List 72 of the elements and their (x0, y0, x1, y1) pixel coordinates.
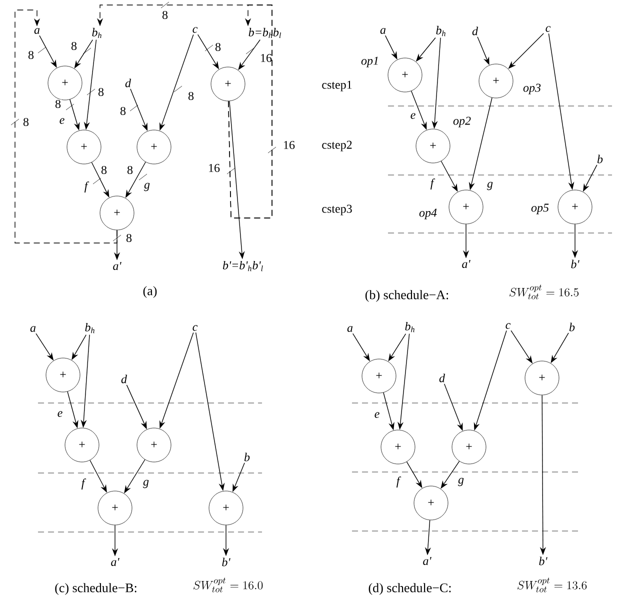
signal-name: b' (222, 558, 230, 566)
signal-name: c (192, 325, 198, 331)
edge-label: e (410, 112, 416, 120)
signal-name: b=b$_{h}$b$_{l}$ (248, 28, 281, 38)
signal-name: e (60, 118, 64, 124)
edge-label: 8 (120, 106, 126, 116)
edge-label: 8 (214, 42, 222, 52)
signal-name: a (380, 28, 386, 34)
signal-name: b$_{h}$ (92, 28, 102, 38)
signal-name: a' (111, 558, 120, 566)
signal-name: b'=b'$_{h}$b'$_{l}$ (222, 260, 263, 272)
signal-name: c (506, 323, 511, 329)
signal-name: a' (113, 262, 122, 270)
score-formula: $SW^{opt}_{tot}= 13.6$ (517, 578, 587, 592)
edge-label: g (486, 181, 494, 191)
panel-caption: (a) (143, 286, 157, 298)
edge-label: e (56, 410, 64, 418)
operation-label: op1 (361, 56, 378, 68)
score-formula: $SW^{opt}_{tot}= 16.0$ (193, 578, 263, 592)
signal-name: b' (571, 260, 580, 268)
operation-label: op3 (523, 84, 541, 94)
edge-label: 16 (282, 140, 296, 150)
edge-label: 16 (208, 163, 220, 173)
signal-name: d (125, 78, 132, 88)
edge-label: g (142, 479, 150, 489)
edge-label: e (374, 412, 380, 418)
signal-name: b$_{h}$ (85, 322, 94, 334)
edge-label: f (396, 476, 402, 488)
edge-label: 8 (54, 99, 62, 109)
signal-name: a (34, 28, 40, 34)
signal-name: b (597, 154, 603, 164)
signal-name: a (347, 326, 353, 332)
operation-label: op5 (531, 204, 549, 214)
control-step-label: cstep1 (322, 80, 352, 92)
signal-name: a (30, 326, 36, 332)
edge-label: 8 (126, 233, 132, 243)
operation-label: op2 (453, 116, 471, 128)
arrow (228, 4, 272, 218)
signal-name: d (121, 374, 128, 384)
edge-label: g (458, 477, 464, 487)
edge-label: 8 (126, 165, 134, 175)
edge-label: 8 (98, 87, 104, 97)
signal-name: b$_{h}$ (405, 322, 414, 332)
signal-name: c (546, 26, 551, 32)
edge-label: 8 (70, 41, 78, 51)
arrow (14, 10, 118, 244)
edge-label: 8 (100, 165, 108, 175)
signal-name: b (569, 322, 575, 332)
edge-label: f (430, 178, 436, 190)
edge-label: 8 (22, 117, 30, 127)
signal-name: a' (462, 260, 470, 268)
panel-caption: (d) schedule−C: (368, 583, 451, 595)
signal-name: b (244, 452, 250, 462)
score-formula: $SW^{opt}_{tot}= 16.5$ (509, 284, 579, 300)
edge-label: 8 (188, 91, 194, 101)
control-step-label: cstep3 (322, 204, 352, 216)
signal-name: g (144, 182, 150, 192)
signal-name: d (439, 374, 446, 382)
edge-label: 16 (260, 53, 272, 63)
panel-caption: (c) schedule−B: (55, 583, 136, 595)
edge-label: f (80, 478, 86, 490)
signal-name: d (472, 26, 478, 36)
operation-label: op4 (419, 208, 437, 220)
panel-caption: (b) schedule−A: (365, 290, 448, 302)
control-step-label: cstep2 (322, 140, 352, 152)
edge-label: 8 (28, 50, 34, 60)
signal-name: b' (539, 556, 548, 566)
signal-name: a' (423, 557, 432, 565)
signal-name: f (84, 182, 90, 192)
signal-name: c (192, 27, 198, 33)
signal-name: b$_{h}$ (436, 26, 446, 36)
edge-label: 8 (162, 10, 168, 20)
